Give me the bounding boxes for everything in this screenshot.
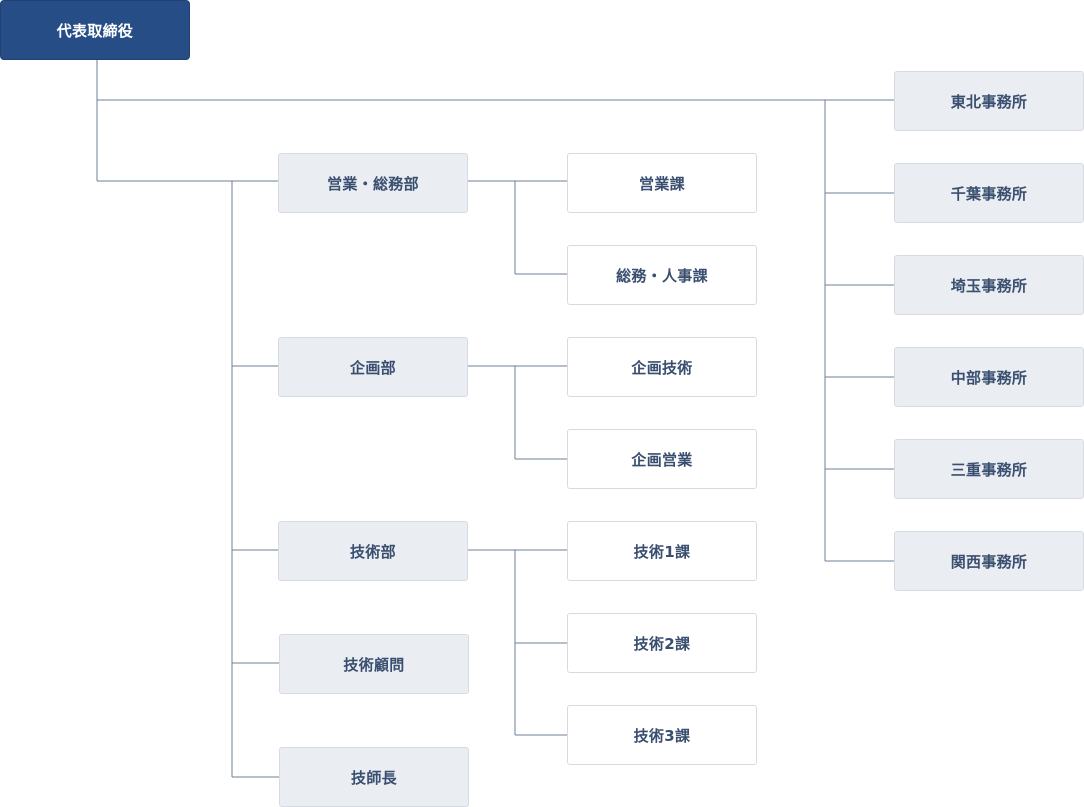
department-gijutsu-komon: 技術顧問 [279,634,469,694]
office-label: 埼玉事務所 [950,276,1028,295]
ceo-label: 代表取締役 [56,21,134,40]
office-chubu: 中部事務所 [894,347,1084,407]
section-gijutsu-3: 技術3課 [567,705,757,765]
department-label: 技師長 [351,768,397,787]
office-label: 関西事務所 [950,552,1028,571]
department-label: 企画部 [350,358,396,377]
section-gijutsu-2: 技術2課 [567,613,757,673]
office-label: 東北事務所 [950,92,1028,111]
section-label: 技術2課 [633,634,691,653]
section-somu-jinji: 総務・人事課 [567,245,757,305]
office-label: 三重事務所 [950,460,1028,479]
section-label: 総務・人事課 [616,266,708,285]
department-gishicho: 技師長 [279,747,469,807]
section-label: 企画技術 [631,358,693,377]
office-label: 中部事務所 [950,368,1028,387]
department-gijutsu: 技術部 [278,521,468,581]
section-label: 技術3課 [633,726,691,745]
section-kikaku-gijutsu: 企画技術 [567,337,757,397]
department-label: 技術部 [350,542,396,561]
office-label: 千葉事務所 [950,184,1028,203]
section-label: 営業課 [639,174,685,193]
office-chiba: 千葉事務所 [894,163,1084,223]
office-tohoku: 東北事務所 [894,71,1084,131]
section-label: 技術1課 [633,542,691,561]
section-label: 企画営業 [631,450,693,469]
ceo-box: 代表取締役 [0,0,190,60]
office-kansai: 関西事務所 [894,531,1084,591]
section-kikaku-eigyo: 企画営業 [567,429,757,489]
office-mie: 三重事務所 [894,439,1084,499]
department-eigyo-somu: 営業・総務部 [278,153,468,213]
department-label: 技術顧問 [343,655,405,674]
department-kikaku: 企画部 [278,337,468,397]
department-label: 営業・総務部 [327,174,419,193]
section-eigyo: 営業課 [567,153,757,213]
section-gijutsu-1: 技術1課 [567,521,757,581]
office-saitama: 埼玉事務所 [894,255,1084,315]
